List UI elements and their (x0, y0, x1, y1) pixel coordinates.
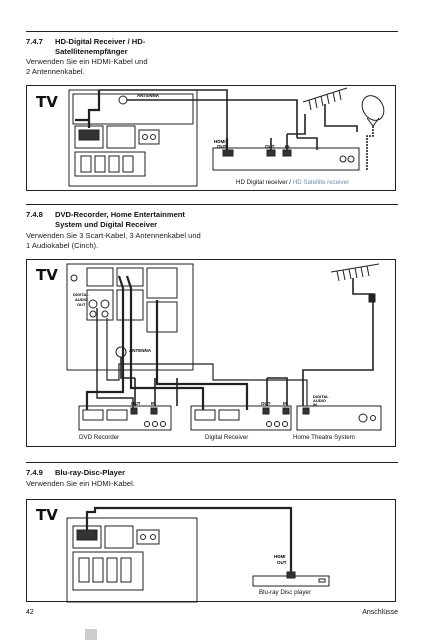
hdmi-out-label: HDMI (214, 139, 226, 144)
satellite-dish (361, 95, 385, 170)
section-rule (26, 462, 398, 463)
receiver-in-label: IN (283, 401, 288, 406)
dvd-recorder-box (78, 405, 172, 431)
tv-back-panel (66, 517, 198, 603)
diagram-hd-receiver: TV (26, 85, 396, 191)
ht-in-label-2: AUDIO (313, 398, 326, 403)
section-heading-749: 7.4.9 Blu-ray-Disc-Player (26, 468, 125, 478)
digital-audio-label-3: OUT (77, 302, 86, 307)
bluray-caption: Blu-ray Disc player (259, 589, 311, 596)
section-heading-748: 7.4.8 DVD-Recorder, Home Entertainment Sy… (26, 210, 185, 229)
section-title-line: System und Digital Receiver (55, 219, 158, 229)
digital-audio-label-2: AUDIO (75, 297, 88, 302)
dvd-out-label: OUT (131, 401, 141, 406)
hdmi-out-label-2: OUT (217, 144, 227, 149)
dvd-in-label: IN (151, 401, 156, 406)
tv-scart-3 (146, 267, 178, 299)
digital-receiver-caption: Digital Receiver (205, 434, 249, 441)
section-title-line: HD-Digital Receiver / HD- (55, 37, 146, 46)
connection-diagram: ANTENNA HDMI OUT OUT IN (68, 87, 385, 187)
ht-in-label-3: IN (313, 402, 317, 407)
section-number: 7.4.9 (26, 468, 43, 477)
tv-label: TV (36, 506, 58, 524)
in-label: IN (285, 144, 290, 149)
section-title-line: Satellitenempfänger (55, 46, 128, 56)
body-line: 2 Antennenkabel. (26, 67, 85, 76)
section-heading-747: 7.4.7 HD-Digital Receiver / HD- Satellite… (26, 37, 145, 56)
tv-antenna-socket (118, 95, 128, 105)
section-number: 7.4.7 (26, 37, 43, 46)
ht-in-label: DIGITAL (313, 394, 329, 399)
tv-scart-1 (86, 267, 114, 287)
rooftop-antenna (302, 263, 380, 406)
hdmi-out-label-2: OUT (277, 560, 287, 565)
section-rule (26, 204, 398, 205)
tv-antenna-socket (115, 346, 127, 358)
tv-label: TV (36, 93, 58, 111)
section-body-749: Verwenden Sie ein HDMI-Kabel. (26, 479, 216, 489)
connection-diagram: HDMI OUT (66, 506, 330, 603)
hd-receiver-box (212, 147, 360, 171)
caption-alt: HD Satellite receiver (292, 179, 350, 186)
antenna-label: ANTENNA (137, 93, 160, 98)
digital-receiver-box (190, 405, 292, 431)
rooftop-antenna (302, 87, 358, 132)
home-theatre-caption: Home Theatre System (293, 434, 355, 441)
receiver-out-label: OUT (261, 401, 271, 406)
out-label: OUT (265, 144, 275, 149)
body-line: 1 Audiokabel (Cinch). (26, 241, 99, 250)
section-body-748: Verwenden Sie 3 Scart-Kabel, 3 Antennenk… (26, 231, 226, 251)
section-number: 7.4.8 (26, 210, 43, 219)
caption-sep: / (287, 179, 293, 186)
receiver-caption: HD Digital receiver / HD Satellite recei… (236, 179, 349, 186)
body-line: Verwenden Sie ein HDMI-Kabel und (26, 57, 148, 66)
dvd-recorder-caption: DVD Recorder (79, 434, 120, 441)
chapter-name: Anschlüsse (362, 609, 398, 616)
page-tab-marker (85, 629, 97, 640)
body-line: Verwenden Sie 3 Scart-Kabel, 3 Antennenk… (26, 231, 201, 240)
diagram-bluray: TV HDMI OUT Blu-ray Disc player (26, 499, 396, 603)
antenna-label: ANTENNA (129, 348, 152, 353)
page-number: 42 (26, 609, 34, 616)
section-title-line: Blu-ray-Disc-Player (55, 468, 126, 477)
section-title-line: DVD-Recorder, Home Entertainment (55, 210, 185, 219)
section-rule (26, 31, 398, 32)
caption-main: HD Digital receiver (236, 179, 288, 186)
diagram-dvd-recorder: TV (26, 259, 396, 447)
body-line: Verwenden Sie ein HDMI-Kabel. (26, 479, 135, 488)
hdmi-out-label: HDMI (274, 554, 286, 559)
digital-audio-label: DIGITAL (73, 292, 89, 297)
connection-diagram: DIGITAL AUDIO OUT ANTENNA OUT IN OUT IN … (66, 263, 382, 431)
tv-label: TV (36, 266, 58, 284)
section-body-747: Verwenden Sie ein HDMI-Kabel und 2 Anten… (26, 57, 216, 77)
home-theatre-box (296, 405, 382, 431)
